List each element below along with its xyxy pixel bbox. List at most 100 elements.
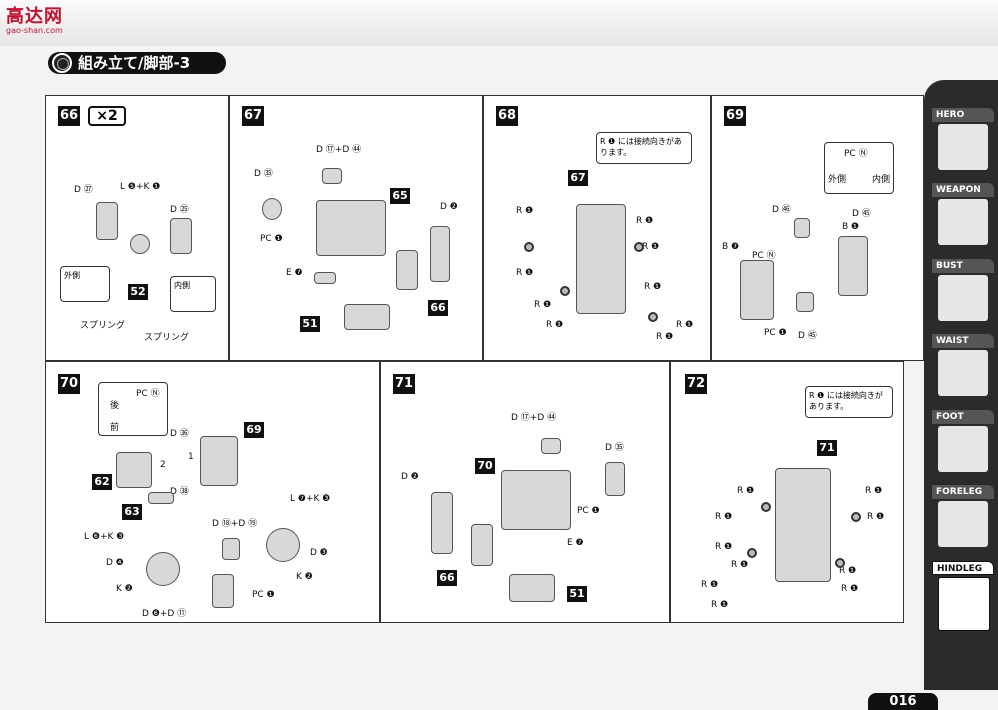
tab-label: FORELEG: [932, 485, 994, 499]
step-66-panel: 66 ×2 D ㉗ L ❺+K ❶ D ㉕ 外側 内側 52 スプリング スプリ…: [45, 95, 229, 361]
part-drawing: [541, 438, 561, 454]
part-label: L ❼+K ❸: [290, 494, 331, 504]
part-label: R ❶: [644, 282, 662, 292]
part-drawing: [605, 462, 625, 496]
part-label: R ❶: [715, 512, 733, 522]
tab-bust[interactable]: BUST: [932, 259, 994, 325]
tab-thumbnail: [938, 124, 988, 170]
part-label: R ❶: [676, 320, 694, 330]
part-label: D ㉟: [254, 169, 273, 179]
subassembly-number: 52: [128, 284, 148, 300]
part-label: D ❷: [401, 472, 419, 482]
page-title: 組み立て/脚部-3: [48, 52, 226, 74]
part-drawing: [576, 204, 626, 314]
part-label: R ❶: [867, 512, 885, 522]
part-label: E ❼: [286, 268, 303, 278]
ring-part: [851, 512, 861, 522]
tab-hindleg[interactable]: HINDLEG: [932, 561, 994, 633]
tab-waist[interactable]: WAIST: [932, 334, 994, 400]
part-label: PC ❶: [764, 328, 787, 338]
part-drawing: [146, 552, 180, 586]
tab-foot[interactable]: FOOT: [932, 410, 994, 476]
part-drawing: [322, 168, 342, 184]
part-drawing: [471, 524, 493, 566]
part-label: D ⑱+D ⑲: [212, 519, 258, 529]
part-drawing: [222, 538, 240, 560]
part-label: PC ❶: [577, 506, 600, 516]
step-69-panel: 69 PC Ⓝ 外側 内側 D ㊺ D ㊻ B ❶ B ❼ PC Ⓝ PC ❶ …: [711, 95, 924, 361]
tab-thumbnail: [938, 199, 988, 245]
step-number: 69: [724, 106, 746, 126]
part-label: D ㊱: [170, 429, 189, 439]
ring-part: [560, 286, 570, 296]
side-note: 外側: [60, 266, 110, 302]
part-label: R ❶: [636, 216, 654, 226]
part-label: R ❶: [642, 242, 660, 252]
part-label: R ❶: [711, 600, 729, 610]
gear-icon: [52, 53, 72, 73]
part-label: D ❻+D ⑪: [142, 609, 187, 619]
tab-label: HINDLEG: [932, 561, 994, 575]
part-label: D ㉕: [170, 205, 189, 215]
part-label: E ❼: [567, 538, 584, 548]
part-label: D ㊳: [170, 487, 189, 497]
part-label: L ❺+K ❶: [120, 182, 161, 192]
tab-thumbnail: [938, 577, 990, 631]
part-drawing: [501, 470, 571, 530]
part-drawing: [130, 234, 150, 254]
site-logo-url: gao-shan.com: [6, 26, 63, 35]
part-drawing: [796, 292, 814, 312]
side-note: [824, 142, 894, 194]
direction-note: [98, 382, 168, 436]
subassembly-number: 63: [122, 504, 142, 520]
part-label: 外側: [828, 175, 847, 185]
tab-thumbnail: [938, 275, 988, 321]
step-67-panel: 67 D ⑰+D ㊹ D ㉟ 65 PC ❶ D ❷ E ❼ 66 51: [229, 95, 483, 361]
part-drawing: [262, 198, 282, 220]
subassembly-number: 66: [437, 570, 457, 586]
part-drawing: [838, 236, 868, 296]
part-label: R ❶: [731, 560, 749, 570]
tab-thumbnail: [938, 350, 988, 396]
tab-foreleg[interactable]: FORELEG: [932, 485, 994, 551]
part-label: D ⑰+D ㊹: [316, 145, 362, 155]
caution-text: R ❶ には接続向きがあります。: [600, 137, 682, 157]
part-label: 内側: [872, 175, 891, 185]
part-label: R ❶: [516, 268, 534, 278]
caution-note: R ❶ には接続向きがあります。: [805, 386, 893, 418]
part-drawing: [212, 574, 234, 608]
tab-label: WAIST: [932, 334, 994, 348]
ring-part: [761, 502, 771, 512]
step-number: 70: [58, 374, 80, 394]
part-drawing: [266, 528, 300, 562]
part-drawing: [431, 492, 453, 554]
subassembly-number: 65: [390, 188, 410, 204]
tab-label: FOOT: [932, 410, 994, 424]
part-label: R ❶: [737, 486, 755, 496]
step-number: 71: [393, 374, 415, 394]
step-number: 66: [58, 106, 80, 126]
part-drawing: [316, 200, 386, 256]
part-label: PC ❶: [252, 590, 275, 600]
part-label: R ❶: [841, 584, 859, 594]
subassembly-number: 70: [475, 458, 495, 474]
tab-thumbnail: [938, 426, 988, 472]
side-out-label: 外側: [64, 271, 80, 280]
caution-note: R ❶ には接続向きがあります。: [596, 132, 692, 164]
part-drawing: [430, 226, 450, 282]
tab-label: WEAPON: [932, 183, 994, 197]
tab-hero[interactable]: HERO: [932, 108, 994, 174]
subassembly-number: 51: [567, 586, 587, 602]
part-label: R ❶: [656, 332, 674, 342]
part-drawing: [344, 304, 390, 330]
subassembly-number: 62: [92, 474, 112, 490]
tab-weapon[interactable]: WEAPON: [932, 183, 994, 249]
part-drawing: [794, 218, 810, 238]
part-label: D ㊺: [852, 209, 871, 219]
part-label: B ❼: [722, 242, 740, 252]
subassembly-number: 66: [428, 300, 448, 316]
part-label: D ❸: [310, 548, 328, 558]
tab-label: BUST: [932, 259, 994, 273]
part-label: D ㊻: [772, 205, 791, 215]
top-banner: [0, 0, 998, 46]
